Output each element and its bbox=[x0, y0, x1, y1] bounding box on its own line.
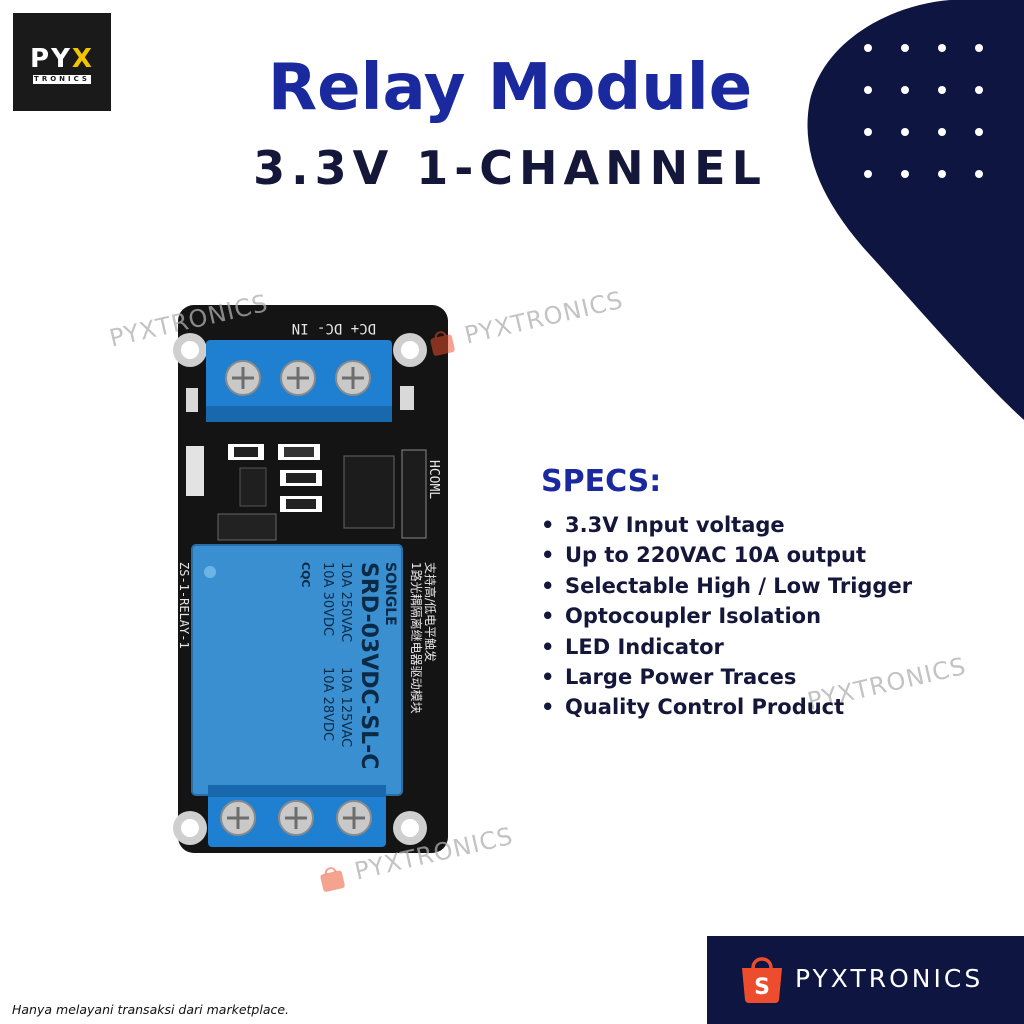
shopping-bag-icon: S bbox=[742, 957, 782, 1003]
relay-cert: CQC bbox=[299, 562, 312, 588]
page-title: Relay Module bbox=[267, 51, 753, 125]
watermark-text: PYXTRONICS bbox=[461, 285, 626, 350]
terminal-label: DC+ DC- IN bbox=[292, 320, 376, 336]
page-subtitle: 3.3V 1-CHANNEL bbox=[253, 141, 767, 195]
store-brand-name: PYXTRONICS bbox=[795, 964, 984, 993]
input-screw-terminal bbox=[206, 340, 392, 422]
watermark: PYXTRONICS bbox=[427, 286, 626, 358]
specs-list: 3.3V Input voltage Up to 220VAC 10A outp… bbox=[541, 510, 912, 723]
brand-logo: PYX TRONICS bbox=[13, 13, 111, 111]
spec-item: Up to 220VAC 10A output bbox=[541, 540, 912, 570]
spec-item: 3.3V Input voltage bbox=[541, 510, 912, 540]
board-name: ZS-1-RELAY-1 bbox=[177, 562, 191, 649]
spec-item: Selectable High / Low Trigger bbox=[541, 571, 912, 601]
smd-components bbox=[186, 386, 427, 541]
specs-heading: SPECS: bbox=[541, 464, 662, 499]
spec-item: Large Power Traces bbox=[541, 662, 912, 692]
relay-rating-ac2: 10A 125VAC bbox=[338, 667, 353, 747]
mounting-holes bbox=[173, 333, 427, 845]
spec-item: Quality Control Product bbox=[541, 692, 912, 722]
silk-text-cn-2: 支持高/低电平触发 bbox=[423, 562, 438, 662]
logo-text-main: PY bbox=[30, 44, 72, 74]
svg-text:S: S bbox=[754, 975, 770, 1000]
logo-text-accent: X bbox=[71, 44, 94, 74]
logo-wordmark: PYX bbox=[13, 45, 111, 73]
logo-subtext: TRONICS bbox=[33, 75, 91, 84]
relay-model: SRD-03VDC-SL-C bbox=[356, 562, 381, 769]
decorative-drop-shape bbox=[807, 0, 1024, 420]
shopping-bag-icon bbox=[320, 867, 345, 892]
relay-rating-dc1: 10A 30VDC bbox=[320, 562, 335, 636]
store-brand-bar[interactable]: S PYXTRONICS bbox=[707, 936, 1024, 1024]
decorative-dots bbox=[864, 44, 983, 178]
jumper-label: HCOML bbox=[426, 460, 441, 499]
spec-item: LED Indicator bbox=[541, 632, 912, 662]
relay-rating-dc2: 10A 28VDC bbox=[320, 667, 335, 741]
relay-component: SONGLE SRD-03VDC-SL-C 10A 250VAC 10A 125… bbox=[191, 544, 403, 796]
shopping-bag-icon bbox=[430, 331, 455, 356]
footer-note: Hanya melayani transaksi dari marketplac… bbox=[12, 1002, 290, 1017]
silk-text-cn-1: 1路光耦隔离继电器驱动模块 bbox=[409, 562, 424, 714]
spec-item: Optocoupler Isolation bbox=[541, 601, 912, 631]
relay-brand: SONGLE bbox=[382, 562, 398, 626]
relay-module-image: DC+ DC- IN HCOML bbox=[173, 305, 448, 853]
watermark: PYXTRONICS bbox=[317, 822, 516, 894]
output-screw-terminal bbox=[208, 785, 386, 847]
relay-rating-ac1: 10A 250VAC bbox=[338, 562, 353, 642]
